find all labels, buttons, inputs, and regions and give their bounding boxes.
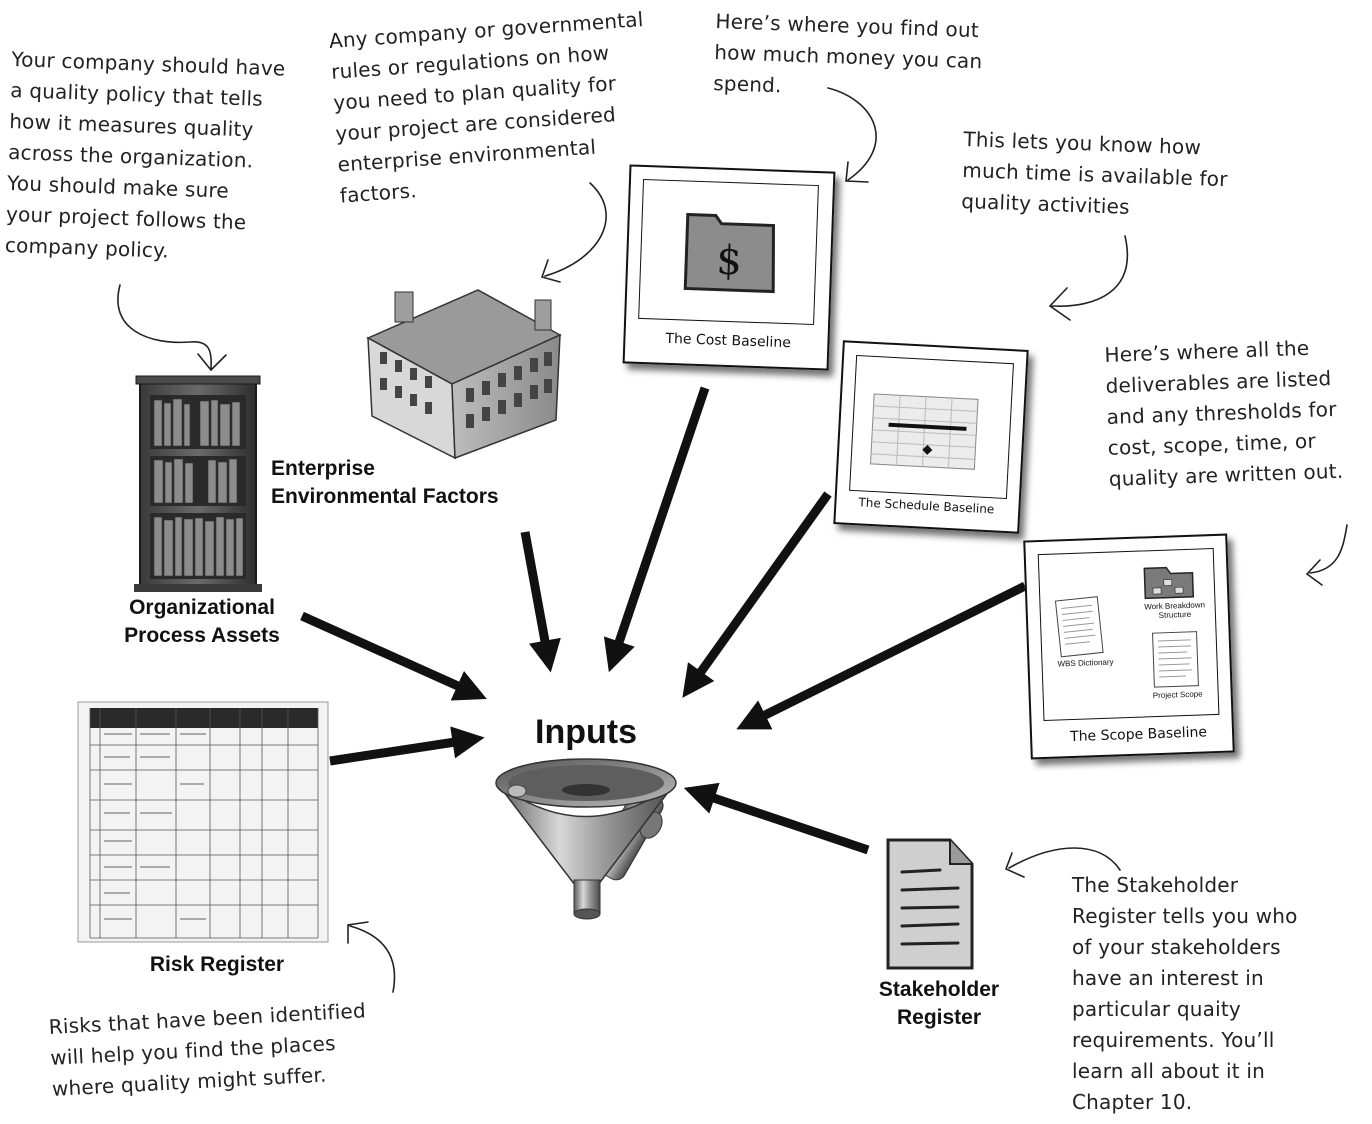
input-arrows [300, 386, 1028, 855]
wbs-folder-icon [1143, 566, 1195, 600]
money-folder-icon: $ [683, 212, 775, 294]
document-stack-icon [1054, 566, 1199, 688]
building-icon [366, 289, 562, 460]
risk-register-label: Risk Register [149, 953, 285, 976]
bookcase-icon [134, 375, 262, 592]
opa-label: Organizational Process Assets [124, 596, 280, 647]
spreadsheet-icon [77, 701, 329, 943]
scope-baseline-card: Work Breakdown Structure WBS Dictionary … [1023, 533, 1235, 760]
document-icon [886, 838, 974, 970]
schedule-baseline-card: The Schedule Baseline [833, 340, 1029, 534]
gantt-chart-icon [869, 393, 979, 470]
wbs-label: Work Breakdown Structure [1144, 600, 1206, 620]
annotation-arrows [117, 87, 1348, 993]
stakeholder-register-label: Stakeholder Register [878, 978, 1000, 1029]
wbs-dictionary-icon [1054, 596, 1104, 658]
inputs-title: Inputs [535, 713, 637, 751]
svg-text:$: $ [716, 238, 743, 285]
funnel-icon [495, 758, 677, 920]
project-scope-icon [1152, 631, 1199, 688]
cost-baseline-card: $ The Cost Baseline [622, 164, 836, 371]
eef-label: Enterprise Environmental Factors [271, 457, 499, 508]
